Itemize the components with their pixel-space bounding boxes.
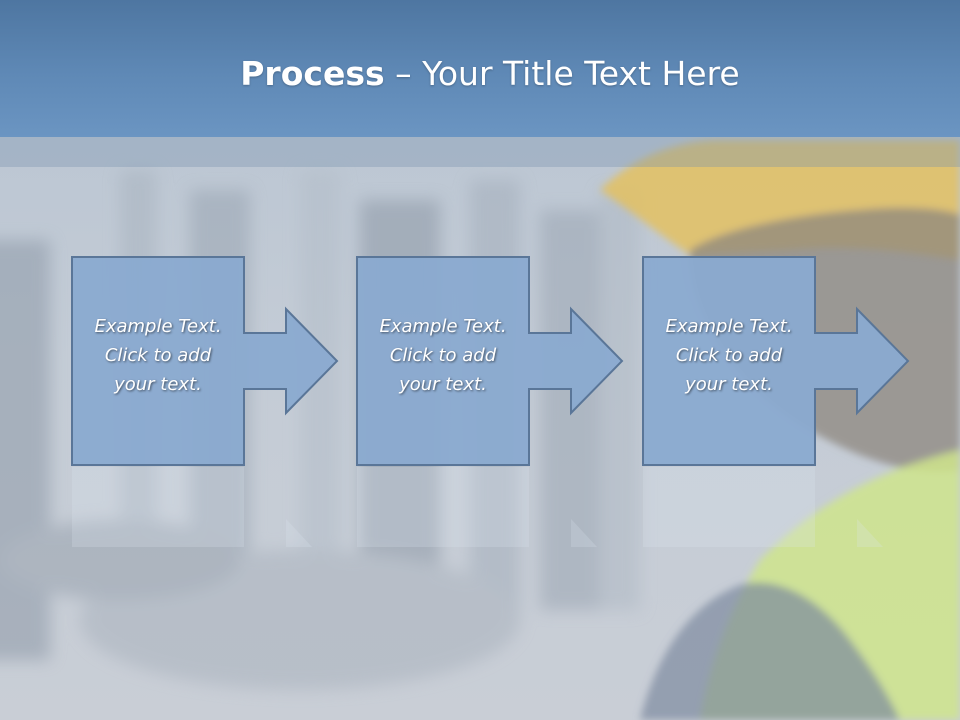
process-step-2[interactable]: Example Text. Click to add your text. xyxy=(356,256,707,467)
process-step-3[interactable]: Example Text. Click to add your text. xyxy=(642,256,960,467)
title-rest-part: – Your Title Text Here xyxy=(384,54,740,93)
step-1-line-1: Example Text. xyxy=(94,316,222,337)
step-2-box-arrow xyxy=(356,256,624,466)
step-1-reflection xyxy=(72,467,312,547)
step-2-reflection xyxy=(357,467,597,547)
title-bold-part: Process xyxy=(240,54,385,93)
step-2-line-2: Click to add xyxy=(389,345,497,366)
step-2-line-3: your text. xyxy=(399,374,487,395)
step-1-line-3: your text. xyxy=(114,374,202,395)
title-bar xyxy=(0,0,960,137)
step-1-box-arrow xyxy=(71,256,339,466)
title-underband xyxy=(0,137,960,167)
step-3-reflection xyxy=(643,467,883,547)
step-3-text: Example Text. Click to add your text. xyxy=(643,312,815,399)
step-3-box-arrow xyxy=(642,256,910,466)
step-1-text: Example Text. Click to add your text. xyxy=(72,312,244,399)
step-3-line-3: your text. xyxy=(685,374,773,395)
step-3-line-2: Click to add xyxy=(675,345,783,366)
slide-title[interactable]: Process – Your Title Text Here xyxy=(0,52,960,96)
process-step-1[interactable]: Example Text. Click to add your text. xyxy=(71,256,422,467)
step-2-line-1: Example Text. xyxy=(379,316,507,337)
step-2-text: Example Text. Click to add your text. xyxy=(357,312,529,399)
step-3-line-1: Example Text. xyxy=(665,316,793,337)
step-1-line-2: Click to add xyxy=(104,345,212,366)
